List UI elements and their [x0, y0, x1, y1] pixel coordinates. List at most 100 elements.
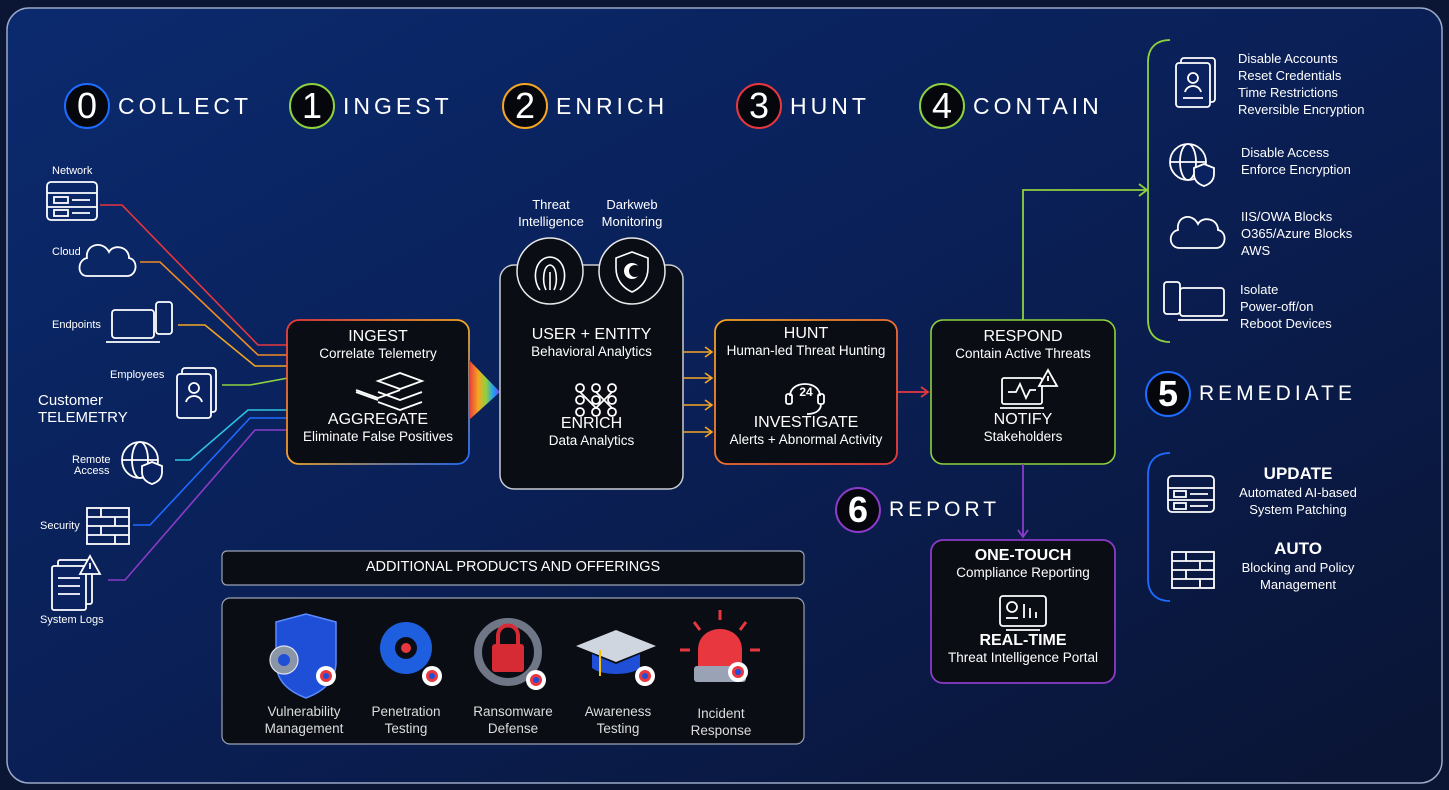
product-label-line2: Management [264, 721, 344, 736]
step-label: REPORT [889, 498, 1001, 521]
step-remediate: 5 REMEDIATE [1145, 371, 1356, 417]
action-item: Enforce Encryption [1241, 162, 1351, 177]
step-number: 3 [736, 83, 782, 129]
portal-subtitle: Threat Intelligence Portal [947, 650, 1099, 665]
ingest-box: INGEST Correlate Telemetry AGGREGATE Eli… [288, 328, 468, 444]
additional-products-header: ADDITIONAL PRODUCTS AND OFFERINGS [365, 559, 661, 575]
source-employees-label: Employees [110, 369, 165, 381]
one-touch-title: ONE-TOUCH [974, 547, 1072, 564]
step-label: COLLECT [118, 92, 253, 119]
step-hunt: 3 HUNT [736, 83, 870, 129]
action-item: Time Restrictions [1238, 85, 1338, 100]
analytics-nodes-icon [575, 383, 617, 417]
vulnerability-management-icon [269, 613, 337, 699]
product-label-line1: Awareness [584, 704, 652, 719]
layers-icon [355, 372, 425, 411]
24-hour-badge: 24 [799, 385, 813, 399]
fingerprint-icon [534, 256, 566, 291]
respond-box: RESPOND Contain Active Threats NOTIFY St… [932, 328, 1114, 444]
product-awareness-testing: Awareness Testing [563, 703, 673, 737]
step-ingest: 1 INGEST [289, 83, 453, 129]
aggregate-subtitle: Eliminate False Positives [302, 429, 454, 444]
globe-shield-icon [1169, 143, 1215, 187]
product-ransomware-defense: Ransomware Defense [458, 703, 568, 737]
hunt-title: HUNT [783, 325, 829, 342]
aggregate-title: AGGREGATE [327, 411, 429, 428]
security-firewall-icon [86, 507, 130, 545]
action-item: Power-off/on [1240, 299, 1314, 314]
step-label: HUNT [790, 92, 870, 119]
step-label: ENRICH [556, 92, 669, 119]
hunt-respond-arrow [897, 386, 930, 398]
threat-label-line1: Threat [532, 197, 570, 212]
hunt-subtitle: Human-led Threat Hunting [726, 343, 886, 358]
action-item: Disable Access [1241, 145, 1330, 160]
product-label-line2: Testing [384, 721, 428, 736]
user-id-card-icon [1175, 57, 1216, 108]
step-collect: 0 COLLECT [64, 83, 252, 129]
hunt-box: HUNT Human-led Threat Hunting INVESTIGAT… [716, 325, 896, 447]
product-label-line2: Testing [596, 721, 640, 736]
notify-title: NOTIFY [993, 411, 1053, 428]
shield-darkweb-icon [615, 251, 649, 293]
access-actions-list: Disable Access Enforce Encryption [1241, 144, 1351, 178]
product-vulnerability-management: Vulnerability Management [249, 703, 359, 737]
step-contain: 4 CONTAIN [919, 83, 1103, 129]
source-security-label: Security [40, 520, 80, 532]
ingest-subtitle: Correlate Telemetry [319, 346, 437, 361]
account-actions-list: Disable Accounts Reset Credentials Time … [1238, 50, 1364, 118]
action-item: Isolate [1240, 282, 1279, 297]
remote-access-icon [121, 441, 163, 485]
step-number: 4 [919, 83, 965, 129]
source-cloud-label: Cloud [52, 246, 81, 258]
system-logs-icon [51, 554, 102, 611]
devices-icon [1163, 281, 1228, 321]
respond-title: RESPOND [983, 328, 1063, 345]
action-item: Disable Accounts [1238, 51, 1338, 66]
server-update-icon [1167, 475, 1215, 513]
source-network-label: Network [52, 165, 93, 177]
investigate-title: INVESTIGATE [753, 414, 859, 431]
action-item: O365/Azure Blocks [1241, 226, 1353, 241]
step-report: 6 REPORT [835, 487, 1000, 533]
action-item: Reboot Devices [1240, 316, 1332, 331]
incident-response-icon [680, 610, 760, 682]
product-label-line1: Vulnerability [267, 704, 341, 719]
device-actions-list: Isolate Power-off/on Reboot Devices [1240, 281, 1332, 332]
data-analytics-subtitle: Data Analytics [548, 433, 635, 448]
auto-title: AUTO [1274, 539, 1322, 558]
source-lines [100, 204, 289, 581]
source-endpoints-label: Endpoints [52, 319, 101, 331]
update-title: UPDATE [1263, 464, 1333, 483]
enrich-hunt-arrows [683, 346, 714, 438]
step-number: 6 [835, 487, 881, 533]
action-item: Reversible Encryption [1238, 102, 1365, 117]
step-enrich: 2 ENRICH [502, 83, 668, 129]
report-box: ONE-TOUCH Compliance Reporting REAL-TIME… [932, 547, 1114, 665]
step-label: REMEDIATE [1199, 382, 1356, 405]
ransomware-defense-icon [474, 618, 546, 690]
firewall-block-icon [1171, 551, 1215, 589]
step-label: INGEST [343, 92, 453, 119]
step-label: CONTAIN [973, 92, 1103, 119]
step-number: 5 [1145, 371, 1191, 417]
action-item: Reset Credentials [1238, 68, 1342, 83]
cloud-actions-list: IIS/OWA Blocks O365/Azure Blocks AWS [1241, 208, 1352, 259]
behavioral-analytics-subtitle: Behavioral Analytics [531, 344, 652, 359]
update-subtitle-line1: Automated AI-based [1239, 485, 1357, 500]
darkweb-label-line1: Darkweb [606, 197, 658, 212]
customer-label: Customer [38, 392, 104, 409]
step-number: 1 [289, 83, 335, 129]
update-subtitle-line2: System Patching [1249, 502, 1347, 517]
respond-report-arrow [1017, 464, 1029, 539]
product-penetration-testing: Penetration Testing [351, 703, 461, 737]
cloud-icon [1169, 216, 1226, 249]
auto-subtitle-line1: Blocking and Policy [1241, 560, 1355, 575]
darkweb-label-line2: Monitoring [601, 214, 663, 229]
real-time-title: REAL-TIME [979, 632, 1067, 649]
product-label-line2: Defense [487, 721, 539, 736]
notify-subtitle: Stakeholders [983, 429, 1063, 444]
headset-24-icon [785, 383, 825, 415]
product-label-line1: Incident [697, 706, 745, 721]
